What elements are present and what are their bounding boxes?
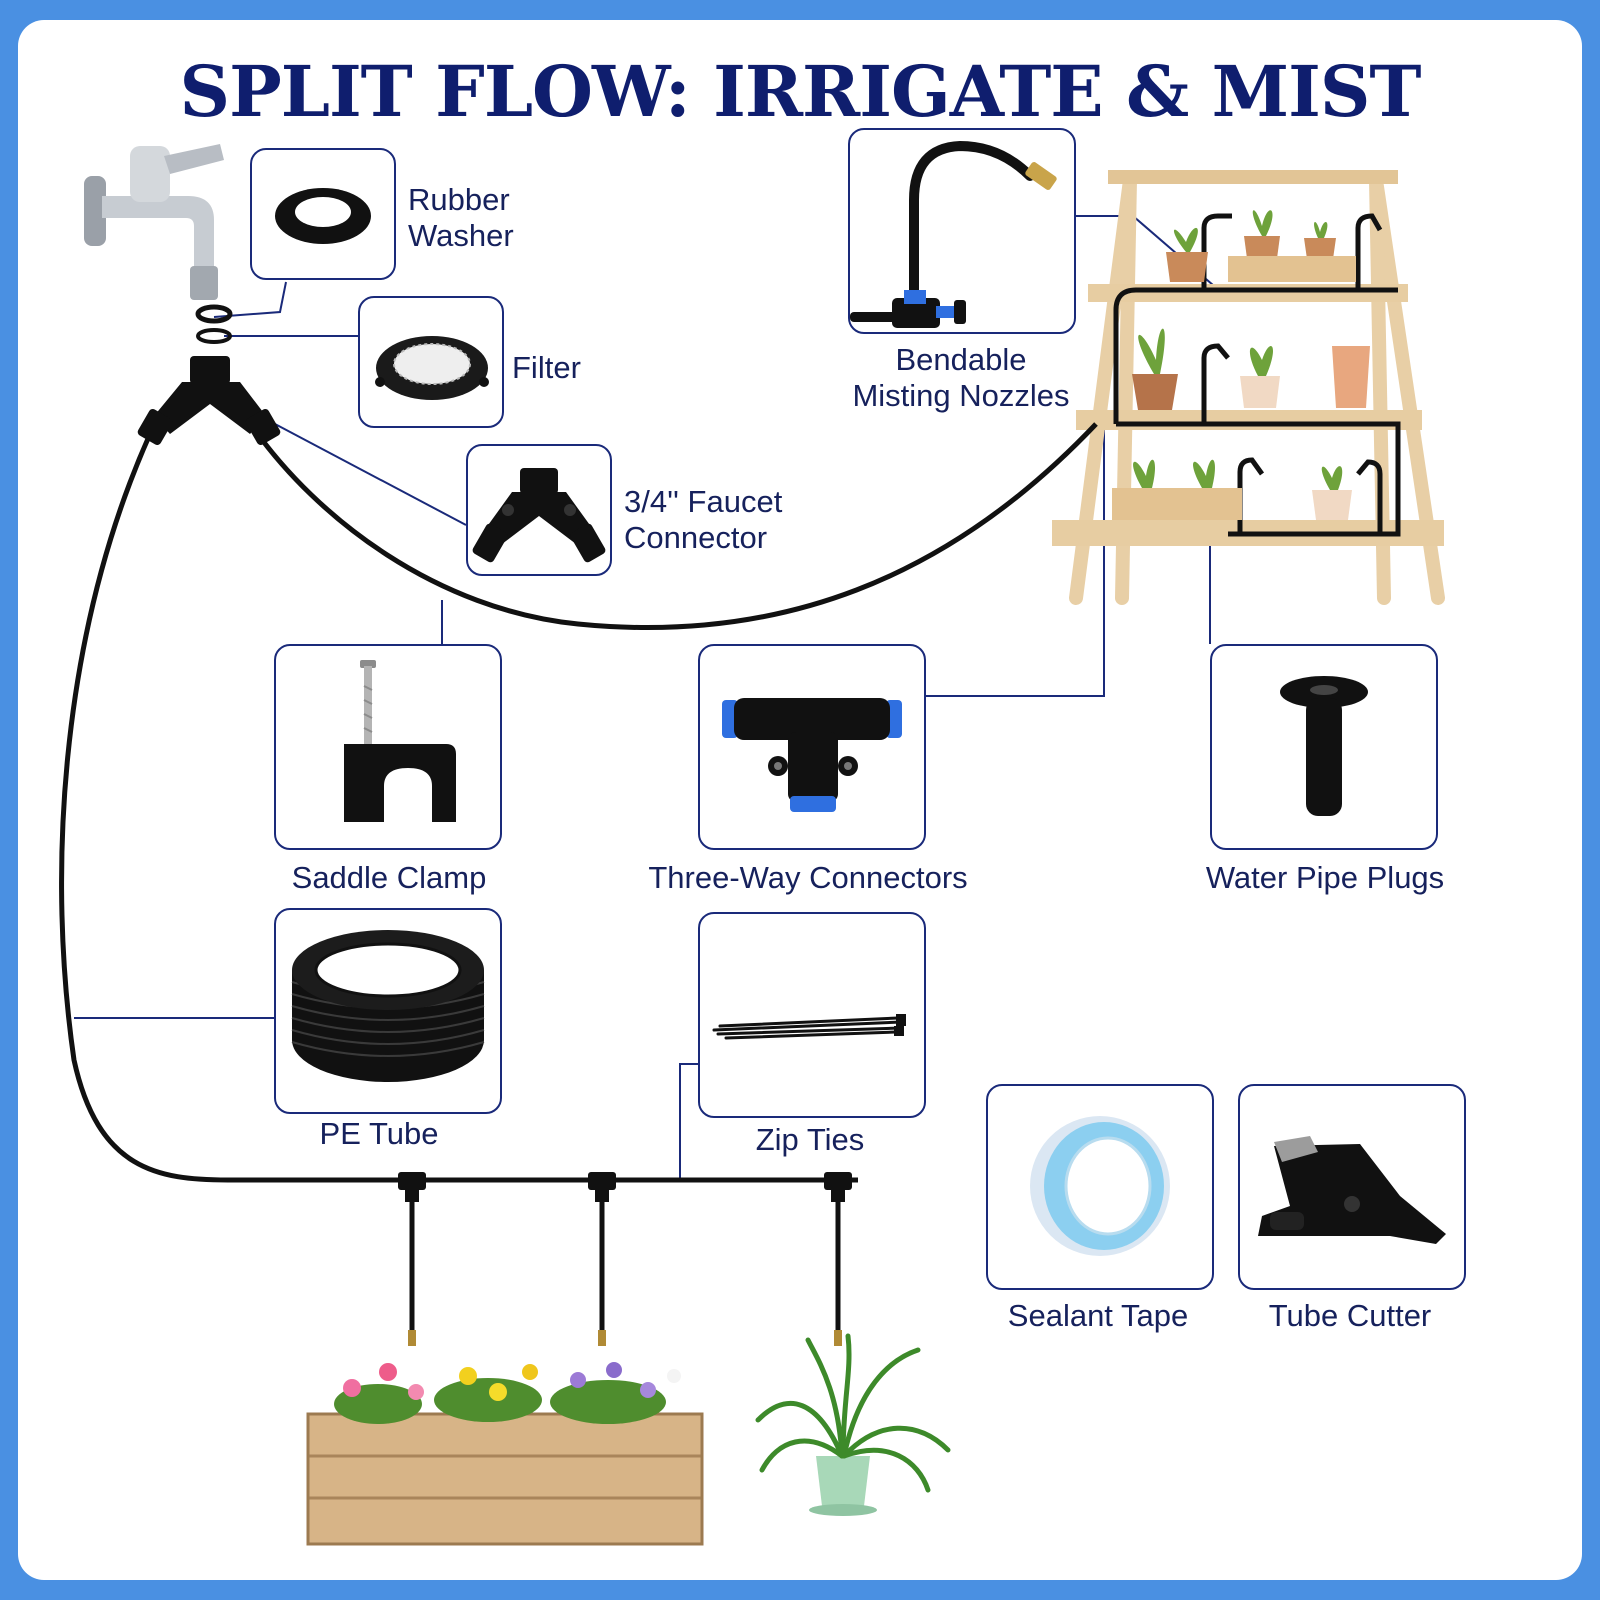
tee-connector-icon <box>722 698 902 812</box>
tube-cutter-box <box>1238 1084 1466 1290</box>
rubber-washer-box <box>250 148 396 280</box>
y-connector-icon <box>472 468 606 563</box>
rubber-washer-label: Rubber Washer <box>408 182 514 253</box>
system-diagram <box>59 144 1445 1546</box>
saddle-clamp-label: Saddle Clamp <box>291 860 487 895</box>
sealant-tape-box <box>986 1084 1214 1290</box>
misting-nozzles-box <box>848 128 1076 334</box>
sealant-tape-icon <box>1030 1116 1170 1256</box>
tube-coil-icon <box>291 930 485 1082</box>
filter-label: Filter <box>512 350 581 385</box>
saddle-clamp-icon <box>344 660 456 822</box>
zip-ties-box <box>698 912 926 1118</box>
y-connector-icon <box>137 356 281 446</box>
tube-cutter-label: Tube Cutter <box>1268 1298 1432 1333</box>
lower-tee-connectors <box>398 1172 852 1202</box>
page-title: SPLIT FLOW: IRRIGATE & MIST <box>179 50 1422 133</box>
pe-tube-label: PE Tube <box>319 1116 439 1151</box>
pe-tube-line <box>59 422 1098 1332</box>
pipe-plugs-box <box>1210 644 1438 850</box>
potted-plant-icon <box>755 1333 951 1516</box>
faucet-connector-label: 3/4'' Faucet Connector <box>624 484 783 555</box>
zip-ties-label: Zip Ties <box>755 1122 865 1157</box>
zip-ties-icon <box>712 1014 906 1040</box>
saddle-clamp-box <box>274 644 502 850</box>
infographic-card: SPLIT FLOW: IRRIGATE & MIST <box>18 20 1582 1580</box>
three-way-label: Three-Way Connectors <box>648 860 968 895</box>
pe-tube-box <box>274 908 502 1114</box>
filter-icon <box>375 336 489 400</box>
misting-nozzles-label: Bendable Misting Nozzles <box>852 342 1070 413</box>
pipe-plugs-label: Water Pipe Plugs <box>1205 860 1445 895</box>
three-way-box <box>698 644 926 850</box>
plant-shelf-icon <box>1052 170 1445 605</box>
faucet-icon <box>84 144 224 300</box>
nozzle-icon <box>850 140 1057 328</box>
filter-box <box>358 296 504 428</box>
planter-box-icon <box>306 1362 704 1546</box>
pipe-plug-icon <box>1280 676 1368 816</box>
washer-icon <box>275 188 371 244</box>
faucet-connector-box <box>466 444 612 576</box>
sealant-tape-label: Sealant Tape <box>1007 1298 1189 1333</box>
tube-cutter-icon <box>1258 1136 1446 1244</box>
